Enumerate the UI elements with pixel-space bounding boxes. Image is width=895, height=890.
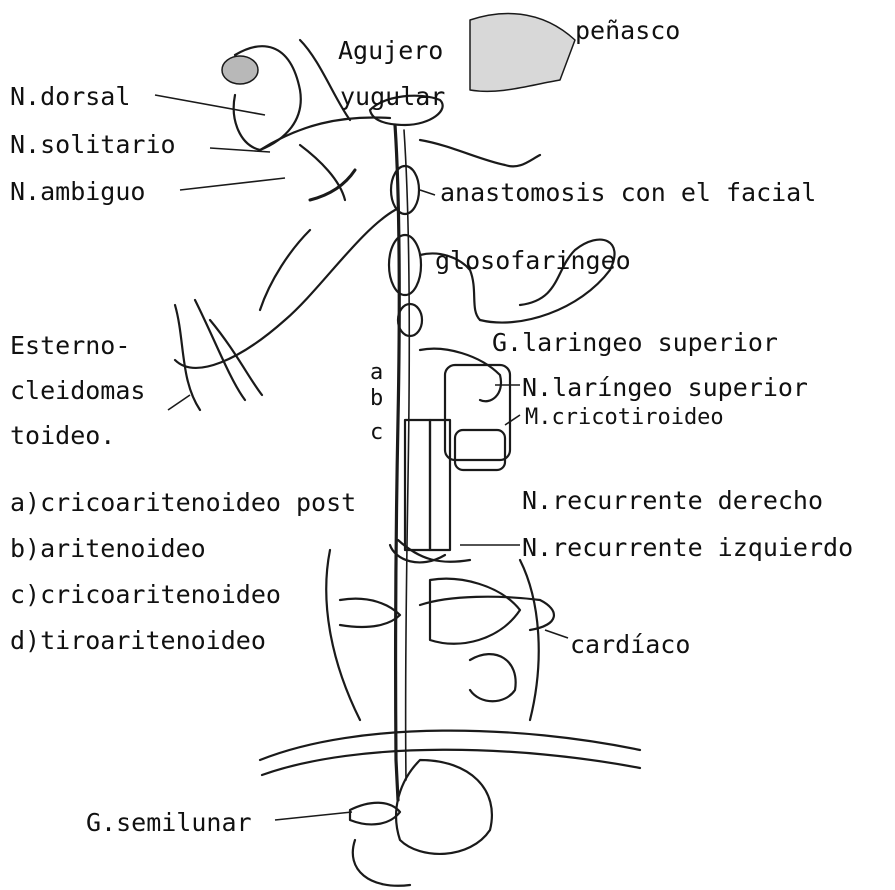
label-letter-b: b bbox=[370, 388, 383, 410]
label-glosofaringeo: glosofaringeo bbox=[435, 248, 631, 273]
label-n-dorsal: N.dorsal bbox=[10, 84, 130, 109]
label-esterno-2: cleidomas bbox=[10, 378, 145, 403]
leader-cardiaco bbox=[545, 630, 568, 638]
leader-n-solitario bbox=[210, 148, 270, 152]
label-esterno-3: toideo. bbox=[10, 423, 115, 448]
leader-semilunar bbox=[275, 812, 352, 820]
legend-item-d: d)tiroaritenoideo bbox=[10, 628, 266, 653]
label-n-recurrente-derecho: N.recurrente derecho bbox=[522, 488, 823, 513]
label-g-semilunar: G.semilunar bbox=[86, 810, 252, 835]
leader-scm bbox=[168, 395, 190, 410]
label-g-laringeo-superior: G.laringeo superior bbox=[492, 330, 778, 355]
leader-n-ambiguo bbox=[180, 178, 285, 190]
legend-item-a: a)cricoaritenoideo post bbox=[10, 490, 356, 515]
label-n-ambiguo: N.ambiguo bbox=[10, 179, 145, 204]
label-n-laringeo-superior: N.laríngeo superior bbox=[522, 375, 808, 400]
label-n-solitario: N.solitario bbox=[10, 132, 176, 157]
legend-item-b: b)aritenoideo bbox=[10, 536, 206, 561]
label-letter-a: a bbox=[370, 362, 383, 384]
label-letter-c: c bbox=[370, 422, 383, 444]
label-n-recurrente-izquierdo: N.recurrente izquierdo bbox=[522, 535, 853, 560]
label-cardiaco: cardíaco bbox=[570, 632, 690, 657]
leader-m-cricotiroideo bbox=[505, 415, 520, 425]
label-yugular: yugular bbox=[340, 84, 445, 109]
label-anastomosis: anastomosis con el facial bbox=[440, 180, 816, 205]
leader-n-dorsal bbox=[155, 95, 265, 115]
label-agujero: Agujero bbox=[338, 38, 443, 63]
leader-anastomosis bbox=[420, 190, 435, 195]
label-esterno-1: Esterno- bbox=[10, 333, 130, 358]
legend-item-c: c)cricoaritenoideo bbox=[10, 582, 281, 607]
label-penasco: peñasco bbox=[575, 18, 680, 43]
label-m-cricotiroideo: M.cricotiroideo bbox=[525, 407, 724, 429]
